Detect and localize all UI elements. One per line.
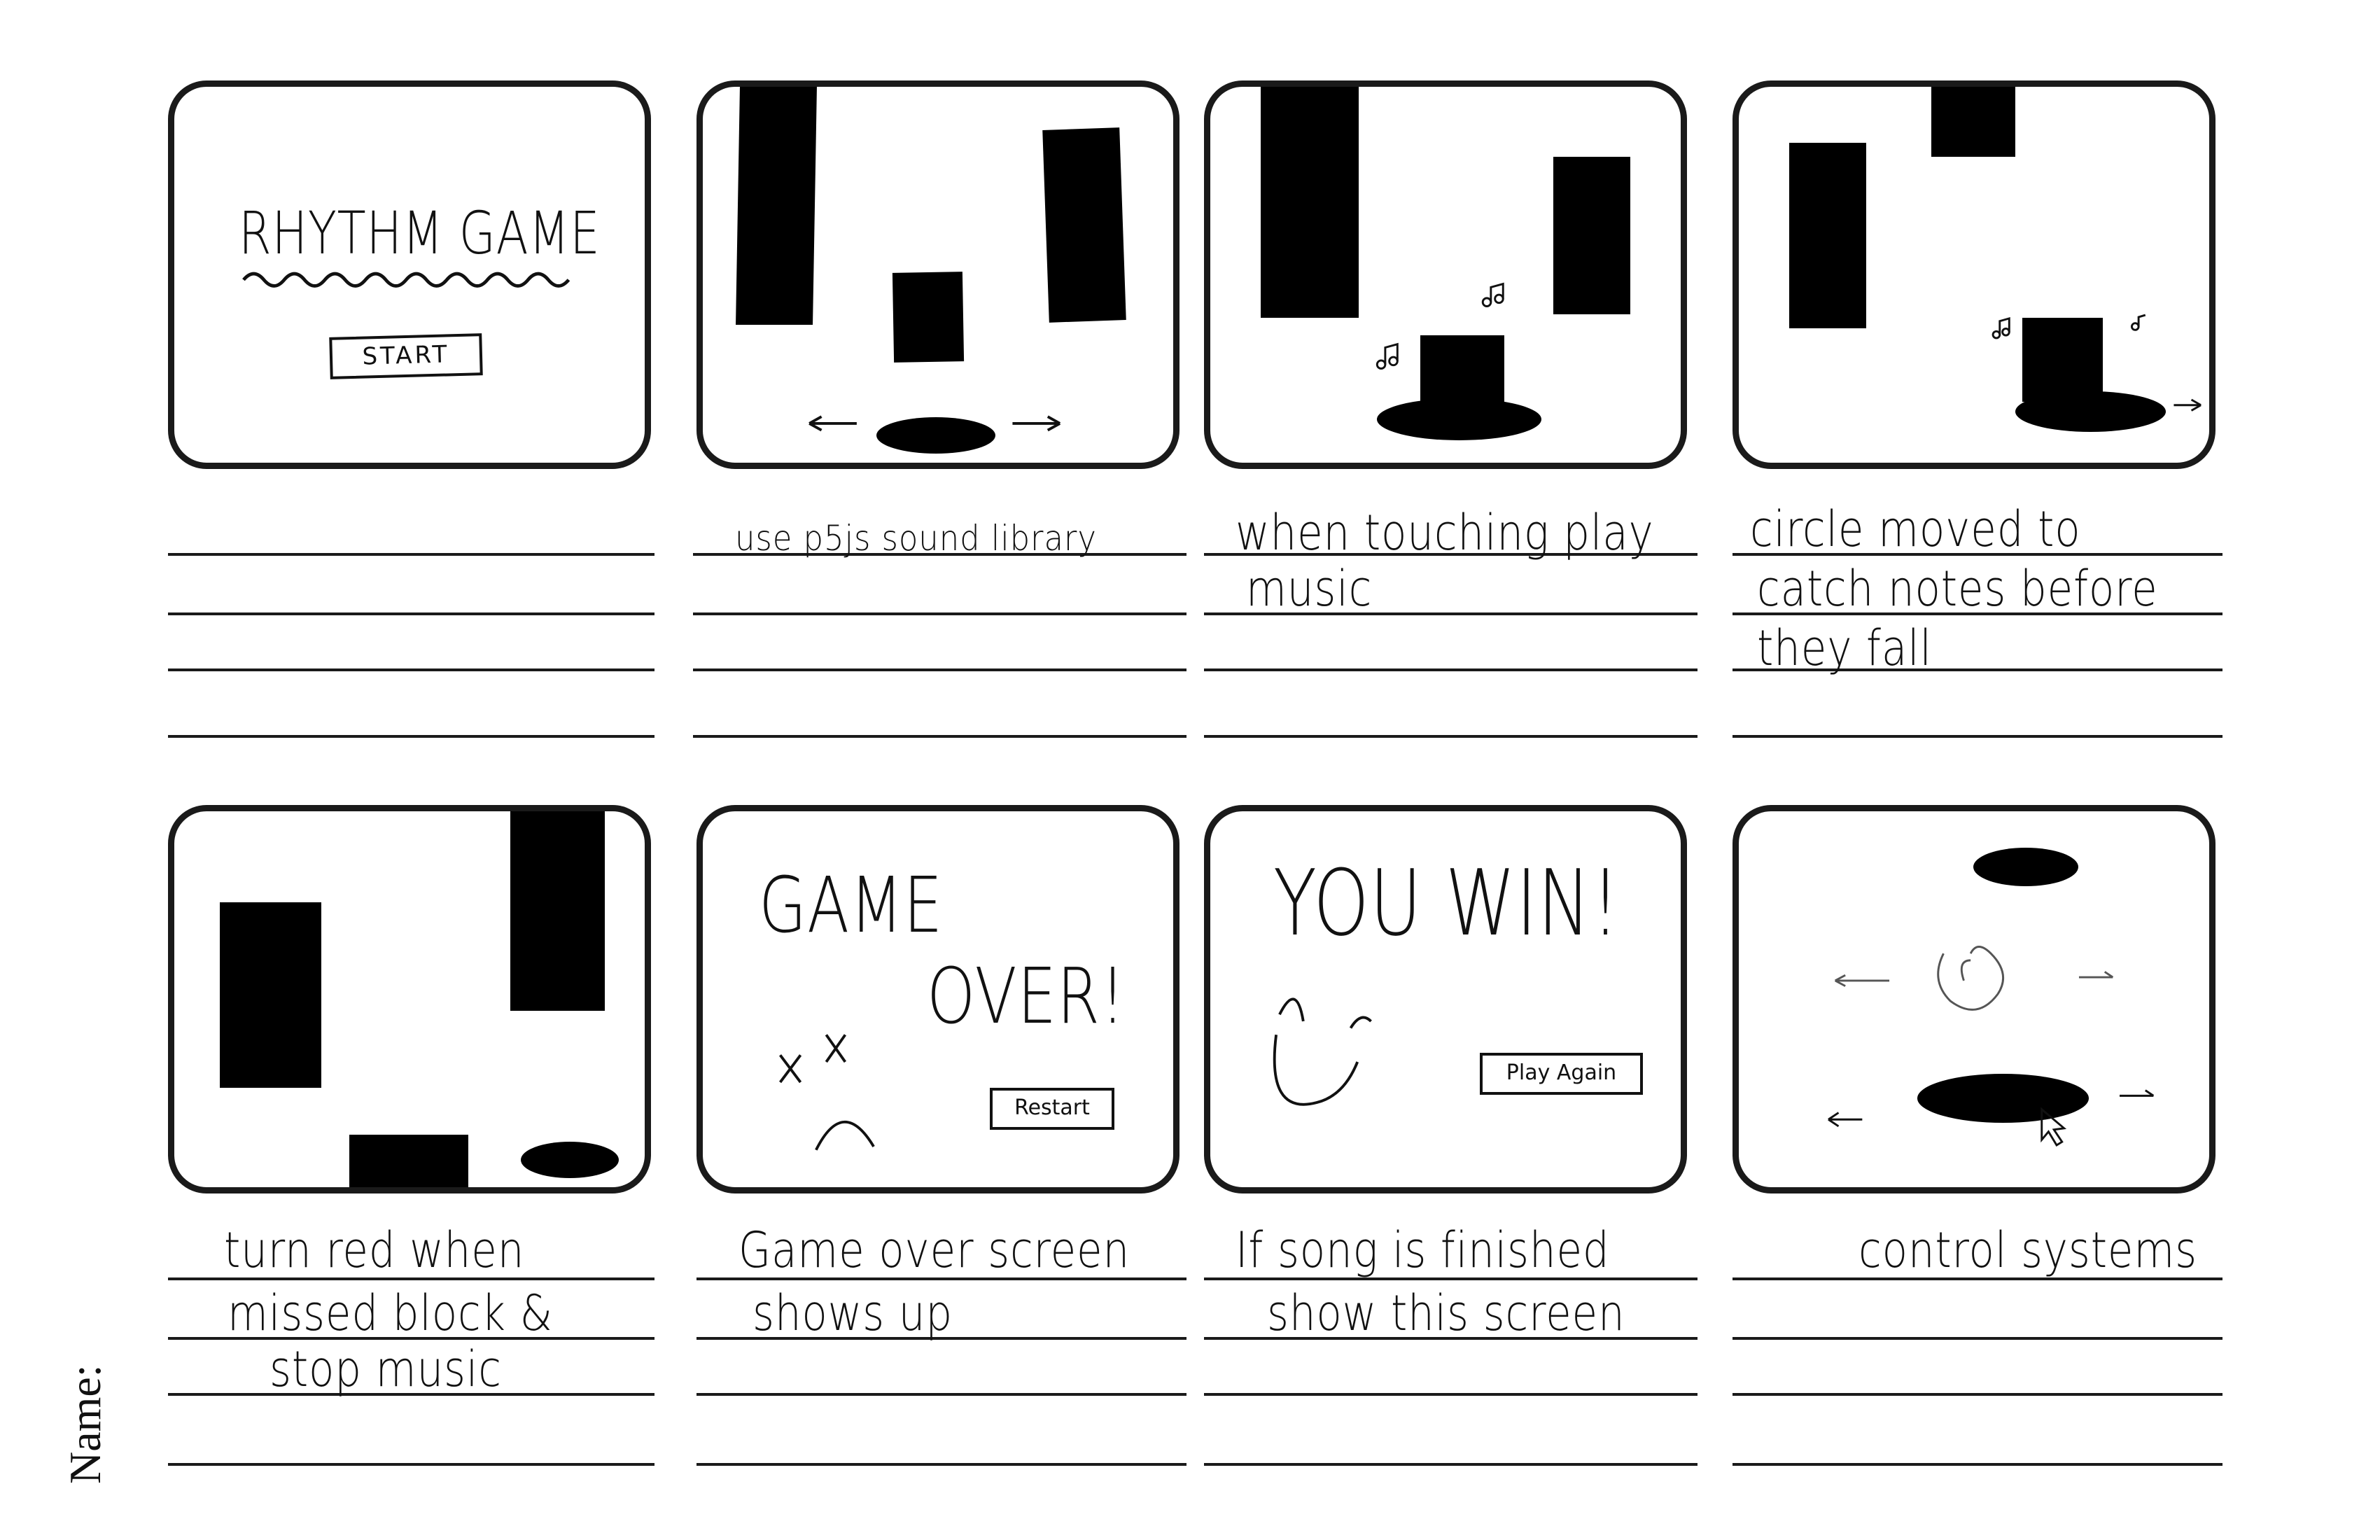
panel-touch-music: [1204, 80, 1687, 469]
caption-panel-2: use p5js sound library: [735, 518, 1097, 559]
panel-gameplay: [696, 80, 1180, 469]
note-block: [1931, 87, 2015, 157]
restart-button[interactable]: Restart: [990, 1088, 1114, 1130]
panel-game-over: GAME OVER! Restart: [696, 805, 1180, 1194]
panel-control-systems: [1732, 805, 2216, 1194]
panel-missed-block: [168, 805, 651, 1194]
game-over-text-line2: OVER!: [927, 951, 1126, 1041]
caption-panel-5-line1: turn red when: [224, 1222, 525, 1279]
caption-panel-4-line1: circle moved to: [1750, 500, 2081, 558]
game-title: RHYTHM GAME: [239, 199, 601, 267]
note-block: [736, 87, 817, 325]
catcher-circle[interactable]: [521, 1142, 619, 1178]
note-block: [220, 902, 321, 1088]
caption-panel-5-line2: missed block &: [227, 1284, 553, 1342]
note-block: [1042, 127, 1126, 323]
caption-panel-3-line2: music: [1246, 560, 1373, 617]
note-block: [510, 811, 605, 1011]
note-block-touching: [2022, 318, 2103, 402]
note-circle: [1973, 848, 2078, 886]
title-underline-squiggle: [242, 272, 570, 288]
start-button[interactable]: START: [329, 333, 483, 379]
caption-panel-4-line3: they fall: [1757, 620, 1932, 677]
missed-block: [349, 1135, 468, 1187]
win-text: YOU WIN!: [1273, 850, 1620, 956]
catcher-circle[interactable]: [876, 417, 995, 454]
panel-title-screen: RHYTHM GAME START: [168, 80, 651, 469]
note-block: [892, 272, 965, 363]
name-label: Name:: [60, 1364, 110, 1484]
caption-panel-7-line1: If song is finished: [1236, 1222, 1610, 1279]
catcher-circle[interactable]: [1917, 1074, 2089, 1123]
note-block: [1261, 87, 1359, 318]
note-block: [1553, 157, 1630, 314]
panel-you-win: YOU WIN! Play Again: [1204, 805, 1687, 1194]
play-again-button[interactable]: Play Again: [1480, 1053, 1643, 1095]
note-block: [1789, 143, 1866, 328]
panel-catch-notes: [1732, 80, 2216, 469]
catcher-circle[interactable]: [2015, 391, 2166, 432]
game-over-text-line1: GAME: [759, 860, 944, 950]
caption-panel-5-line3: stop music: [270, 1340, 502, 1398]
caption-panel-8-line1: control systems: [1858, 1222, 2198, 1279]
caption-panel-4-line2: catch notes before: [1757, 560, 2158, 617]
catcher-circle[interactable]: [1377, 398, 1541, 440]
caption-panel-6-line1: Game over screen: [738, 1222, 1130, 1279]
caption-panel-3-line1: when touching play: [1236, 504, 1654, 561]
caption-panel-7-line2: show this screen: [1267, 1284, 1625, 1342]
caption-panel-6-line2: shows up: [752, 1284, 953, 1342]
